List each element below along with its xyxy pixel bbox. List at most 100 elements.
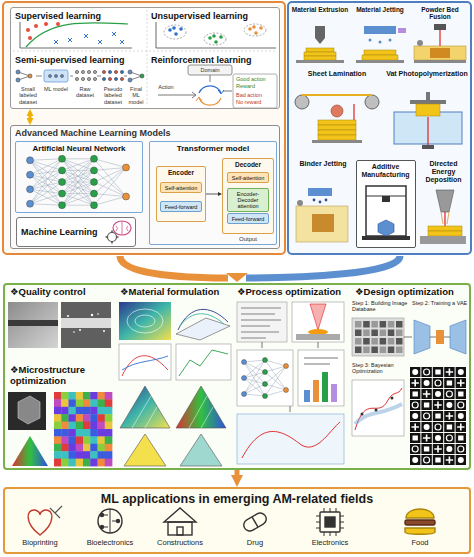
design-patterns-part bbox=[458, 436, 463, 441]
material-extrusion-figure-part bbox=[304, 56, 336, 60]
process-network-part bbox=[242, 376, 247, 381]
application-icons-part bbox=[242, 511, 269, 533]
ebsd-map bbox=[54, 392, 112, 466]
process-optimization-figure-part bbox=[241, 308, 281, 338]
process-network-part bbox=[242, 360, 247, 365]
sheet-lamination-figure-part bbox=[318, 120, 356, 125]
binder-jetting-figure-part bbox=[297, 200, 303, 206]
ebsd-map-part bbox=[90, 407, 98, 415]
ebsd-map-part bbox=[69, 459, 77, 467]
design-optimization-figure-part bbox=[355, 338, 362, 345]
ann-network-part bbox=[62, 170, 94, 205]
design-patterns-part bbox=[456, 422, 466, 432]
design-patterns-part bbox=[458, 457, 464, 463]
ebsd-map-part bbox=[69, 429, 77, 437]
binder-jetting-figure-part bbox=[312, 214, 334, 232]
design-optimization-figure-part bbox=[361, 413, 364, 416]
material-formulation-plots-part bbox=[122, 356, 168, 370]
supervised-plot-part bbox=[20, 22, 132, 48]
machine-learning-box: Machine Learning bbox=[16, 217, 136, 247]
design-patterns-part bbox=[412, 457, 418, 463]
design-patterns-part bbox=[446, 435, 452, 441]
directed-energy-deposition-figure-part bbox=[436, 190, 454, 212]
ebsd-map-part bbox=[98, 444, 106, 452]
process-optimization-figure bbox=[237, 302, 344, 464]
binder-jetting-figure-part bbox=[325, 199, 328, 202]
design-optimization-figure-part bbox=[391, 397, 394, 400]
process-network-part bbox=[244, 360, 265, 394]
ann-network-part bbox=[123, 193, 130, 200]
semi-supervised-flow-part bbox=[128, 78, 132, 82]
design-patterns-part bbox=[421, 400, 431, 410]
label-text: Raw dataset bbox=[72, 86, 98, 99]
binder-jetting-figure-part bbox=[296, 206, 348, 242]
design-optimization-figure-part bbox=[388, 338, 395, 345]
semi-supervised-flow-part bbox=[108, 70, 111, 73]
ann-network-part bbox=[27, 186, 34, 193]
application-icons-part bbox=[101, 526, 104, 529]
semi-supervised-flow-part bbox=[140, 74, 144, 78]
design-patterns-part bbox=[433, 389, 443, 399]
semi-supervised-flow-part bbox=[87, 70, 90, 73]
node-text: Self-attention bbox=[227, 172, 269, 183]
ebsd-map-part bbox=[54, 407, 62, 415]
design-optimization-figure-part bbox=[396, 338, 403, 345]
process-network-part bbox=[263, 370, 268, 375]
ebsd-map-part bbox=[69, 392, 77, 400]
ebsd-map-part bbox=[54, 436, 62, 444]
label-text: Reward bbox=[236, 83, 276, 89]
design-patterns-part bbox=[444, 389, 454, 399]
sheet-lamination-figure-part bbox=[318, 130, 356, 135]
design-patterns-part bbox=[458, 446, 464, 452]
design-optimization-figure-part bbox=[380, 347, 387, 354]
ann-network-part bbox=[30, 170, 62, 203]
ebsd-map-part bbox=[90, 436, 98, 444]
design-optimization-figure-part bbox=[380, 330, 387, 337]
design-patterns-part bbox=[412, 424, 419, 431]
design-patterns-part bbox=[456, 367, 466, 377]
ann-network-part bbox=[62, 182, 94, 205]
application-icons-part bbox=[242, 511, 269, 533]
ann-network-part bbox=[94, 194, 126, 197]
design-patterns-part bbox=[444, 411, 454, 421]
ebsd-map-part bbox=[61, 429, 69, 437]
material-formulation-plots-part bbox=[124, 434, 166, 466]
process-network-part bbox=[263, 394, 268, 399]
semi-supervised-flow-part bbox=[49, 75, 52, 78]
ebsd-map-part bbox=[90, 429, 98, 437]
application-icons-part bbox=[406, 509, 434, 518]
material-formulation-plots-part bbox=[180, 314, 224, 326]
node-text: Transformer model bbox=[152, 144, 274, 153]
material-formulation-plots-part bbox=[120, 386, 170, 428]
sheet-lamination-figure-part bbox=[302, 94, 372, 96]
ann-network-part bbox=[30, 175, 62, 194]
supervised-plot-part bbox=[34, 24, 38, 28]
design-patterns-part bbox=[424, 457, 430, 463]
ebsd-map-part bbox=[76, 444, 84, 452]
process-optimization-figure-part bbox=[237, 302, 287, 342]
ebsd-map-part bbox=[105, 414, 113, 422]
design-patterns-part bbox=[456, 455, 466, 465]
brain-gear-icon-part bbox=[108, 233, 117, 242]
design-optimization-figure-part bbox=[414, 320, 430, 354]
unsupervised-plot-part bbox=[172, 26, 176, 30]
printer-icon-part bbox=[362, 236, 410, 240]
vat-photopolymerization-figure-part bbox=[427, 117, 428, 146]
powder-bed-fusion-figure-part bbox=[417, 40, 423, 46]
ebsd-map-part bbox=[54, 414, 62, 422]
design-patterns-part bbox=[424, 413, 430, 419]
semi-supervised-flow-part bbox=[102, 77, 105, 80]
semi-supervised-flow-part bbox=[44, 70, 68, 82]
design-patterns-part bbox=[412, 402, 418, 408]
design-optimization-figure-part bbox=[380, 338, 387, 345]
semi-supervised-flow-part bbox=[128, 70, 132, 74]
design-patterns-part bbox=[421, 422, 431, 432]
ann-network-part bbox=[62, 159, 94, 171]
encoder-box: EncoderSelf-attentionFeed-forward bbox=[156, 166, 206, 222]
design-optimization-figure-part bbox=[396, 321, 403, 328]
ebsd-map-part bbox=[69, 399, 77, 407]
application-icons-part bbox=[117, 520, 120, 523]
ann-network-part bbox=[62, 194, 94, 206]
design-patterns-part bbox=[444, 400, 454, 410]
design-patterns-part bbox=[456, 389, 466, 399]
